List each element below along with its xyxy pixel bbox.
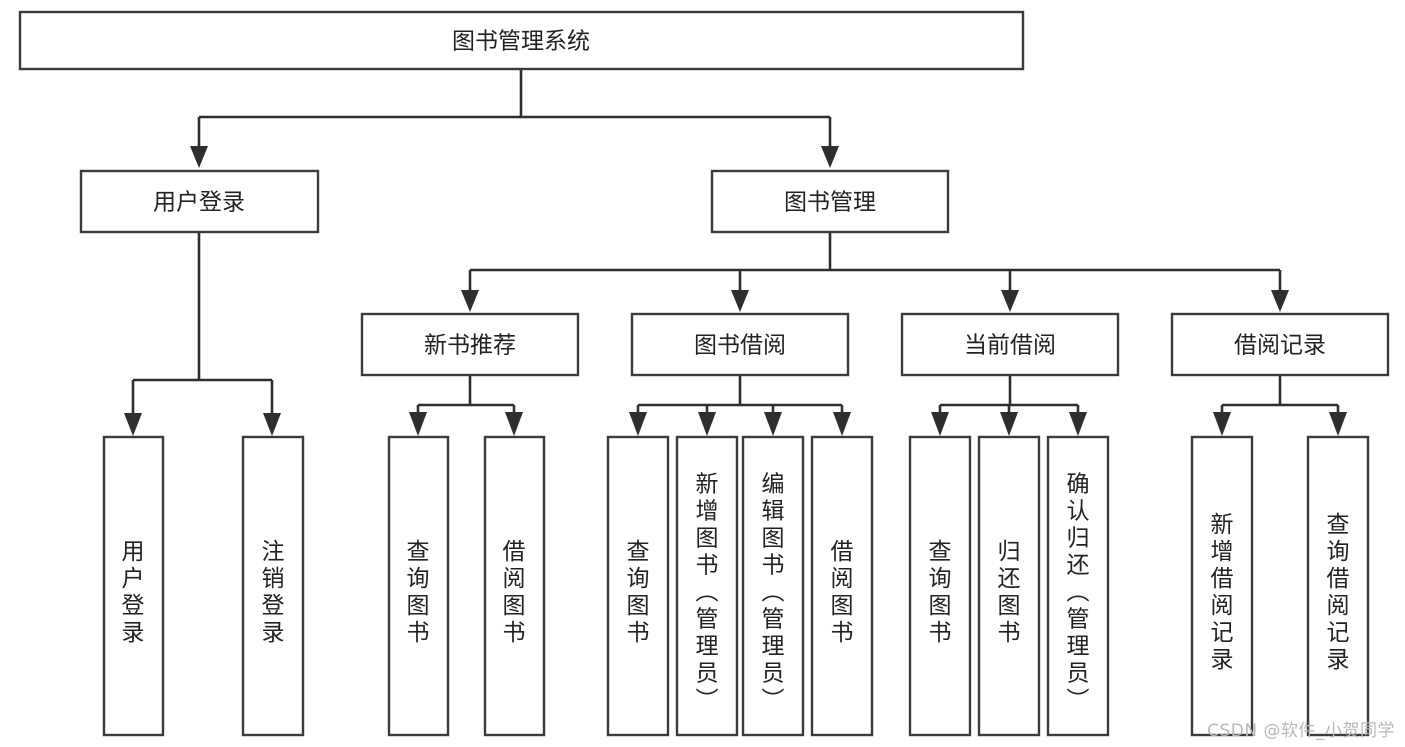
leaf-node-bookborrow-add[interactable]: 新增图书︵管理员︶	[675, 435, 739, 737]
leaf-currentborrow-confirm-label: 确认归还︵管理员︶	[1067, 471, 1090, 713]
leaf-bookborrow-query-label: 查询图书	[627, 539, 650, 646]
leaf-node-currentborrow-query[interactable]: 查询图书	[908, 435, 972, 737]
leaf-node-currentborrow-confirm[interactable]: 确认归还︵管理员︶	[1046, 435, 1110, 737]
arrow-head-book-borrow-leaf-0	[629, 412, 647, 436]
arrow-head-borrow-record-leaf-0	[1213, 412, 1231, 436]
node-current-borrow-box[interactable]	[900, 312, 1120, 377]
arrow-head-root-to-user-login	[190, 146, 208, 168]
arrow-head-book-manage-l3-3	[1271, 290, 1289, 312]
connector-group-current-borrow	[931, 375, 1087, 436]
arrow-head-new-book-leaf-1	[505, 412, 523, 436]
node-user-login[interactable]: 用户登录	[79, 169, 320, 234]
leaf-node-user-logout[interactable]: 注销登录	[241, 435, 305, 737]
leaf-newbook-query-label: 查询图书	[407, 539, 430, 646]
node-current-borrow[interactable]: 当前借阅	[900, 312, 1120, 377]
node-root-book-management-system[interactable]: 图书管理系统	[18, 10, 1025, 71]
node-borrow-record[interactable]: 借阅记录	[1170, 312, 1390, 377]
leaf-bookborrow-add-label: 新增图书︵管理员︶	[696, 471, 719, 713]
leaf-user-logout-box[interactable]	[241, 435, 305, 737]
leaf-user-logout-label: 注销登录	[262, 539, 285, 646]
node-user-login-box[interactable]	[79, 169, 320, 234]
leaf-node-bookborrow-borrow[interactable]: 借阅图书	[810, 435, 874, 737]
leaf-node-bookborrow-edit[interactable]: 编辑图书︵管理员︶	[741, 435, 805, 737]
leaf-node-user-login-login[interactable]: 用户登录	[102, 435, 165, 737]
leaf-newbook-borrow-label: 借阅图书	[503, 539, 526, 646]
node-book-borrow[interactable]: 图书借阅	[630, 312, 850, 377]
leaf-currentborrow-return-label: 归还图书	[998, 539, 1021, 646]
arrow-head-current-borrow-leaf-0	[931, 412, 949, 436]
node-book-management[interactable]: 图书管理	[710, 169, 950, 234]
leaf-currentborrow-query-label: 查询图书	[929, 539, 952, 646]
leaf-node-borrowrecord-add[interactable]: 新增借阅记录	[1190, 435, 1254, 737]
leaf-borrowrecord-add-label: 新增借阅记录	[1211, 512, 1234, 673]
arrow-head-book-borrow-leaf-1	[698, 412, 716, 436]
arrow-head-user-login-leaf-1	[263, 413, 281, 436]
arrow-head-user-login-leaf-0	[124, 413, 142, 436]
arrow-head-current-borrow-leaf-1	[1000, 412, 1018, 436]
node-root-box[interactable]	[18, 10, 1025, 71]
arrow-head-borrow-record-leaf-1	[1329, 412, 1347, 436]
leaf-node-borrowrecord-query[interactable]: 查询借阅记录	[1306, 435, 1370, 737]
node-new-book-recommend[interactable]: 新书推荐	[360, 312, 580, 377]
leaf-node-newbook-query[interactable]: 查询图书	[387, 435, 450, 737]
leaf-node-currentborrow-return[interactable]: 归还图书	[977, 435, 1041, 737]
arrow-head-book-manage-l3-1	[731, 290, 749, 312]
node-book-borrow-box[interactable]	[630, 312, 850, 377]
node-new-book-recommend-label: 新书推荐	[424, 333, 516, 359]
leaf-bookborrow-add-box[interactable]	[675, 435, 739, 737]
node-book-management-label: 图书管理	[784, 190, 876, 216]
connector-group-book-borrow	[629, 375, 851, 436]
leaf-newbook-query-box[interactable]	[387, 435, 450, 737]
node-root-label: 图书管理系统	[452, 29, 590, 55]
connector-group-user-login	[124, 232, 281, 436]
node-new-book-recommend-box[interactable]	[360, 312, 580, 377]
leaf-newbook-borrow-box[interactable]	[483, 435, 546, 737]
leaf-currentborrow-return-box[interactable]	[977, 435, 1041, 737]
leaf-node-newbook-borrow[interactable]: 借阅图书	[483, 435, 546, 737]
arrow-head-root-to-book-manage	[821, 146, 839, 168]
arrow-head-book-manage-l3-2	[1001, 290, 1019, 312]
leaf-currentborrow-confirm-box[interactable]	[1046, 435, 1110, 737]
node-borrow-record-label: 借阅记录	[1234, 333, 1326, 359]
connector-group-book-manage	[461, 232, 1289, 312]
arrow-head-new-book-leaf-0	[409, 412, 427, 436]
arrow-head-book-manage-l3-0	[461, 290, 479, 312]
leaf-currentborrow-query-box[interactable]	[908, 435, 972, 737]
node-borrow-record-box[interactable]	[1170, 312, 1390, 377]
connector-group-root	[190, 69, 839, 168]
connector-group-new-book	[409, 375, 523, 436]
leaf-bookborrow-query-box[interactable]	[606, 435, 670, 737]
connector-group-borrow-record	[1213, 375, 1347, 436]
node-book-management-box[interactable]	[710, 169, 950, 234]
leaf-borrowrecord-query-label: 查询借阅记录	[1327, 512, 1350, 673]
leaf-bookborrow-edit-box[interactable]	[741, 435, 805, 737]
arrow-head-current-borrow-leaf-2	[1069, 412, 1087, 436]
leaf-node-bookborrow-query[interactable]: 查询图书	[606, 435, 670, 737]
leaf-bookborrow-borrow-box[interactable]	[810, 435, 874, 737]
leaf-user-login-login-label: 用户登录	[122, 539, 145, 646]
leaf-borrowrecord-add-box[interactable]	[1190, 435, 1254, 737]
leaf-user-login-login-box[interactable]	[102, 435, 165, 737]
arrow-head-book-borrow-leaf-2	[764, 412, 782, 436]
node-current-borrow-label: 当前借阅	[964, 333, 1056, 359]
leaf-bookborrow-borrow-label: 借阅图书	[831, 539, 854, 646]
leaf-borrowrecord-query-box[interactable]	[1306, 435, 1370, 737]
node-user-login-label: 用户登录	[153, 190, 245, 216]
leaf-bookborrow-edit-label: 编辑图书︵管理员︶	[762, 471, 785, 713]
arrow-head-book-borrow-leaf-3	[833, 412, 851, 436]
node-book-borrow-label: 图书借阅	[694, 333, 786, 359]
